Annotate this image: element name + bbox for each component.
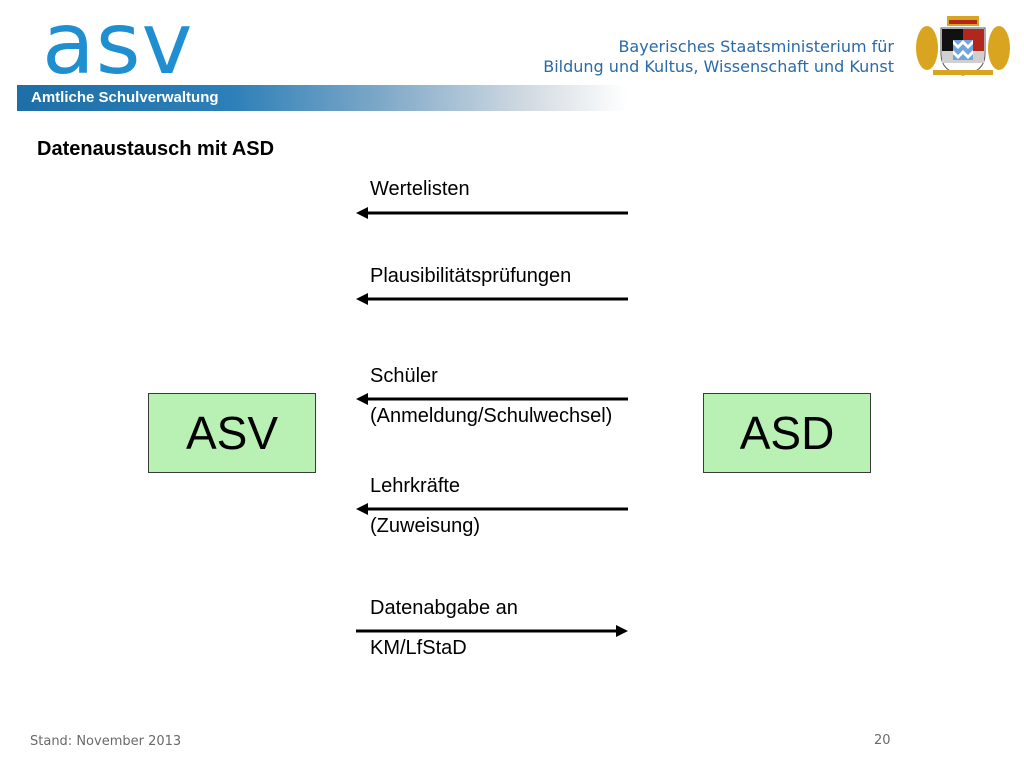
slide-title: Datenaustausch mit ASD xyxy=(37,138,275,160)
ministry-line-1: Bayerisches Staatsministerium für xyxy=(618,37,894,56)
asv-logo: asv xyxy=(42,0,194,94)
arrow-plausibilitaet xyxy=(356,293,628,305)
flow-label-schueler: Schüler xyxy=(370,365,438,387)
arrow-lehrkraefte xyxy=(356,503,628,515)
flow-label-wertelisten: Wertelisten xyxy=(370,178,470,200)
header-banner xyxy=(17,85,627,111)
flow-label-lehrkraefte: Lehrkräfte xyxy=(370,475,461,497)
asv-box: ASV xyxy=(148,393,316,473)
arrow-datenabgabe xyxy=(356,625,628,637)
asv-box-label: ASV xyxy=(185,407,279,459)
asd-box: ASD xyxy=(703,393,871,473)
page-number: 20 xyxy=(874,733,891,748)
arrow-schueler xyxy=(356,393,628,405)
asd-box-label: ASD xyxy=(739,407,835,459)
flow-sublabel-datenabgabe: KM/LfStaD xyxy=(370,637,467,659)
flow-label-datenabgabe: Datenabgabe an xyxy=(370,597,518,619)
ministry-name: Bayerisches Staatsministerium für Bildun… xyxy=(543,37,894,77)
banner-text: Amtliche Schulverwaltung xyxy=(31,89,219,106)
flow-sublabel-lehrkraefte: (Zuweisung) xyxy=(370,515,481,537)
arrow-wertelisten xyxy=(356,207,628,219)
ministry-line-2: Bildung und Kultus, Wissenschaft und Kun… xyxy=(543,57,894,76)
flow-label-plausibilitaet: Plausibilitätsprüfungen xyxy=(370,265,572,287)
bavarian-coat-of-arms-icon xyxy=(916,16,1010,76)
footer-stand: Stand: November 2013 xyxy=(30,734,182,749)
flow-sublabel-schueler: (Anmeldung/Schulwechsel) xyxy=(370,405,613,427)
